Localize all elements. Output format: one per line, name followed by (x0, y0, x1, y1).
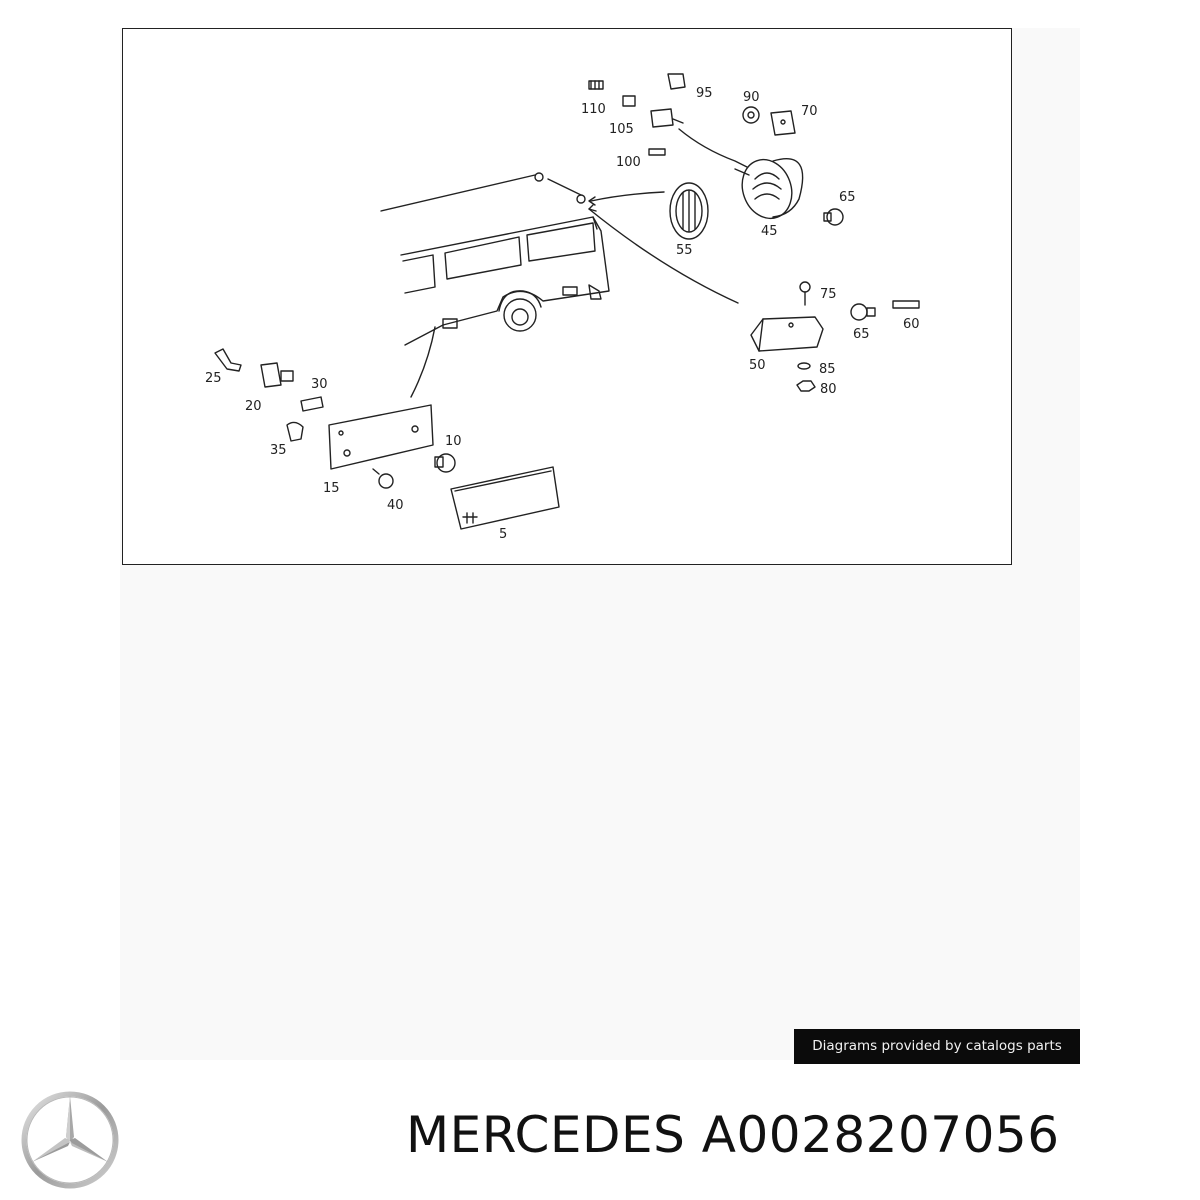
part-number: A0028207056 (701, 1106, 1060, 1164)
wiring-harness-parts (588, 73, 748, 168)
side-lamp-5 (450, 466, 560, 530)
bus-body-illustration (380, 172, 610, 346)
callout-75: 75 (820, 287, 837, 302)
callout-40: 40 (387, 498, 404, 513)
callout-105: 105 (609, 122, 634, 137)
callout-15: 15 (323, 481, 340, 496)
callout-90: 90 (743, 90, 760, 105)
brand-name: MERCEDES (406, 1106, 686, 1164)
callout-100: 100 (616, 155, 641, 170)
callout-30: 30 (311, 377, 328, 392)
diagram-credit-banner: Diagrams provided by catalogs parts (794, 1029, 1080, 1064)
callout-65-right: 65 (853, 327, 870, 342)
callout-25: 25 (205, 371, 222, 386)
lamp-housing-45 (734, 158, 804, 220)
mercedes-star-icon (21, 1091, 119, 1189)
callout-20: 20 (245, 399, 262, 414)
callout-85: 85 (819, 362, 836, 377)
callout-45: 45 (761, 224, 778, 239)
callout-10: 10 (445, 434, 462, 449)
part-title: MERCEDES A0028207056 (406, 1106, 1060, 1164)
callout-80: 80 (820, 382, 837, 397)
parts-diagram: 110 105 100 95 90 70 65 45 55 75 65 60 5… (122, 28, 1012, 565)
mounting-plate-15 (328, 404, 434, 470)
callout-65-top: 65 (839, 190, 856, 205)
callout-110: 110 (581, 102, 606, 117)
callout-70: 70 (801, 104, 818, 119)
parts-diagram-drawing: 110 105 100 95 90 70 65 45 55 75 65 60 5… (205, 73, 920, 542)
lens-55 (669, 182, 709, 240)
callout-95: 95 (696, 86, 713, 101)
callout-60: 60 (903, 317, 920, 332)
callout-55: 55 (676, 243, 693, 258)
callout-5: 5 (499, 527, 507, 542)
callout-50: 50 (749, 358, 766, 373)
callout-35: 35 (270, 443, 287, 458)
